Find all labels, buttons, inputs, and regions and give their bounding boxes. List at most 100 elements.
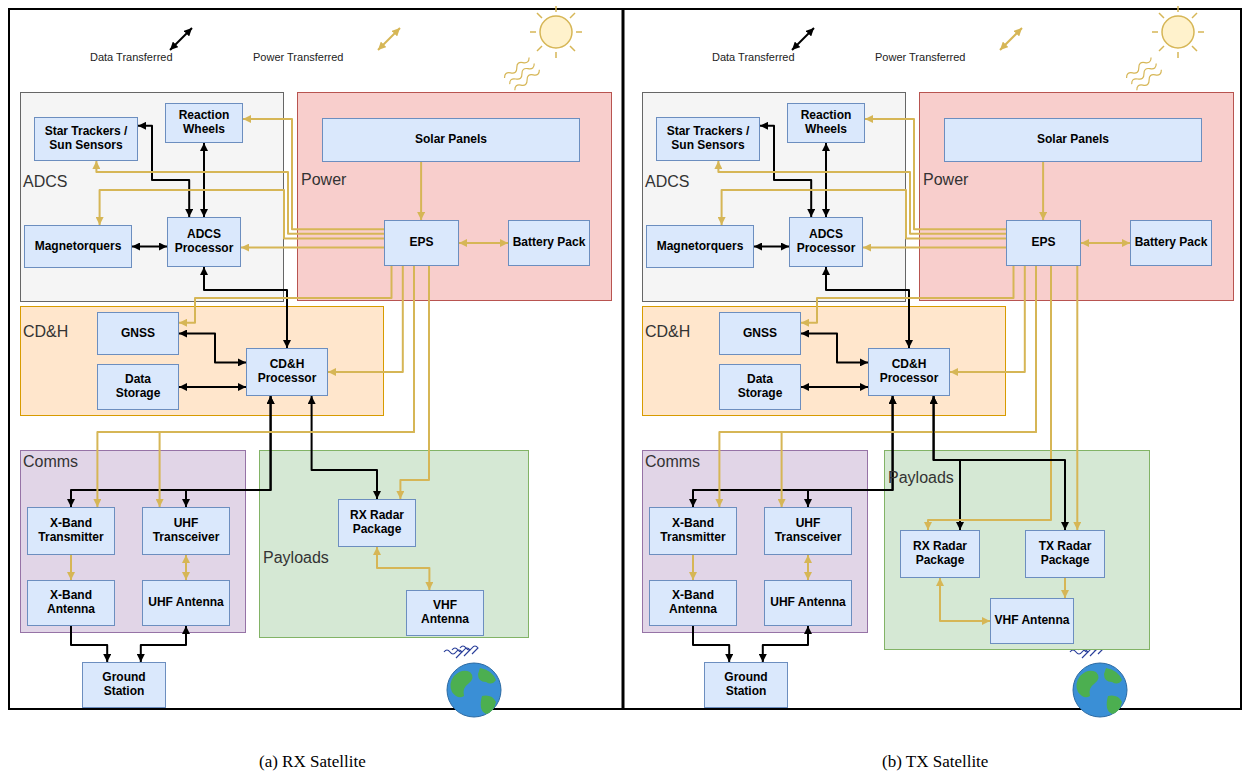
power-connector (328, 266, 403, 372)
subsystem-label: ADCS (23, 173, 67, 191)
component-label: UHF Antenna (145, 596, 227, 610)
data-connector (203, 143, 205, 217)
component-box: CD&H Processor (868, 348, 950, 396)
subsystem-label: Payloads (263, 549, 329, 567)
legend-power-arrow (378, 28, 400, 50)
subsystem-region: CD&HGNSSData StorageCD&H Processor (642, 306, 1006, 416)
component-label: Ground Station (83, 671, 165, 699)
component-box: VHF Antenna (990, 598, 1074, 644)
power-connector (400, 266, 429, 499)
component-box: TX Radar Package (1025, 530, 1105, 578)
component-label: Star Trackers / Sun Sensors (35, 125, 137, 153)
component-box: RX Radar Package (900, 530, 980, 578)
component-label: EPS (1028, 236, 1058, 250)
component-label: RX Radar Package (339, 509, 415, 537)
subsystem-region: Payloads RX Radar PackageVHF Antenna (259, 450, 529, 638)
component-label: UHF Transceiver (765, 517, 851, 545)
legend-data-arrow (170, 28, 192, 50)
subsystem-label: Payloads (888, 469, 954, 487)
component-box: Battery Pack (1130, 220, 1212, 266)
component-label: X-Band Transmitter (650, 517, 736, 545)
sun-icon (503, 6, 582, 92)
data-connector (826, 267, 909, 348)
data-connector (204, 267, 287, 348)
data-connector (312, 396, 377, 499)
component-label: GNSS (118, 327, 158, 341)
power-connector (160, 266, 414, 507)
component-label: Magnetorquers (654, 240, 747, 254)
component-box: Reaction Wheels (165, 103, 243, 143)
component-label: VHF Antenna (992, 614, 1073, 628)
component-box: Magnetorquers (24, 225, 132, 268)
component-label: EPS (406, 236, 436, 250)
subsystem-region: ADCS Star Trackers / Sun Sensors Reaction … (20, 92, 284, 302)
component-label: Data Storage (98, 373, 178, 401)
data-connector (754, 246, 789, 248)
component-label: VHF Antenna (407, 599, 483, 627)
data-connector (693, 626, 729, 662)
power-connector (1081, 242, 1130, 244)
component-box: EPS (384, 220, 459, 266)
legend-data-arrow (792, 28, 814, 50)
component-label: UHF Transceiver (143, 517, 229, 545)
data-connector (141, 626, 186, 662)
power-connector (100, 190, 384, 238)
subsystem-region: ADCSStar Trackers / Sun SensorsReaction … (642, 92, 906, 302)
earth-icon (444, 646, 501, 717)
power-connector (928, 266, 1051, 530)
component-box: ADCS Processor (167, 217, 241, 267)
power-connector (782, 266, 1036, 507)
data-connector (934, 396, 1065, 530)
subsystem-region: PowerSolar PanelsEPSBattery Pack (297, 92, 612, 301)
data-connector (801, 386, 868, 388)
component-box: X-Band Antenna (649, 580, 737, 626)
data-connector (132, 246, 167, 248)
legend-text: Data Transferred (90, 51, 173, 63)
component-box: Reaction Wheels (787, 103, 865, 143)
component-label: Magnetorquers (32, 240, 125, 254)
power-connector (179, 266, 392, 323)
legend-text: Power Transferred (875, 51, 965, 63)
power-connector (718, 161, 1006, 234)
component-box: GNSS (719, 312, 801, 355)
power-connector (243, 119, 384, 229)
subsystem-region: Payloads RX Radar Package TX Radar Package… (884, 450, 1150, 650)
component-label: RX Radar Package (901, 540, 979, 568)
component-label: Data Storage (720, 373, 800, 401)
power-connector (1042, 162, 1044, 220)
component-label: ADCS Processor (168, 228, 240, 256)
legend-text: Data Transferred (712, 51, 795, 63)
component-box: X-Band Transmitter (27, 507, 115, 555)
component-box: Battery Pack (508, 220, 590, 266)
power-connector (863, 247, 1006, 249)
panel-caption: (b) TX Satellite (882, 752, 988, 772)
power-connector (940, 578, 990, 621)
component-label: Star Trackers / Sun Sensors (657, 125, 759, 153)
data-connector (71, 396, 271, 507)
component-box: UHF Transceiver (764, 507, 852, 555)
component-label: X-Band Transmitter (28, 517, 114, 545)
power-connector (377, 547, 429, 590)
component-box: UHF Antenna (764, 580, 852, 626)
component-label: UHF Antenna (767, 596, 849, 610)
component-label: Solar Panels (412, 133, 490, 147)
power-connector (801, 266, 1014, 323)
component-box: X-Band Transmitter (649, 507, 737, 555)
component-label: GNSS (740, 327, 780, 341)
component-box: Solar Panels (944, 118, 1202, 162)
power-connector (241, 247, 384, 249)
component-box: RX Radar Package (338, 499, 416, 547)
component-label: Ground Station (705, 671, 787, 699)
component-label: Reaction Wheels (788, 109, 864, 137)
data-connector (825, 143, 827, 217)
power-connector (950, 266, 1025, 372)
sun-icon (1125, 6, 1204, 92)
power-connector (1076, 266, 1078, 530)
power-connector (97, 266, 414, 507)
subsystem-label: Comms (645, 453, 700, 471)
component-label: Solar Panels (1034, 133, 1112, 147)
power-connector (70, 555, 72, 580)
power-connector (722, 190, 1006, 238)
subsystem-region: CommsX-Band Transmitter UHF TransceiverX-… (642, 450, 868, 633)
